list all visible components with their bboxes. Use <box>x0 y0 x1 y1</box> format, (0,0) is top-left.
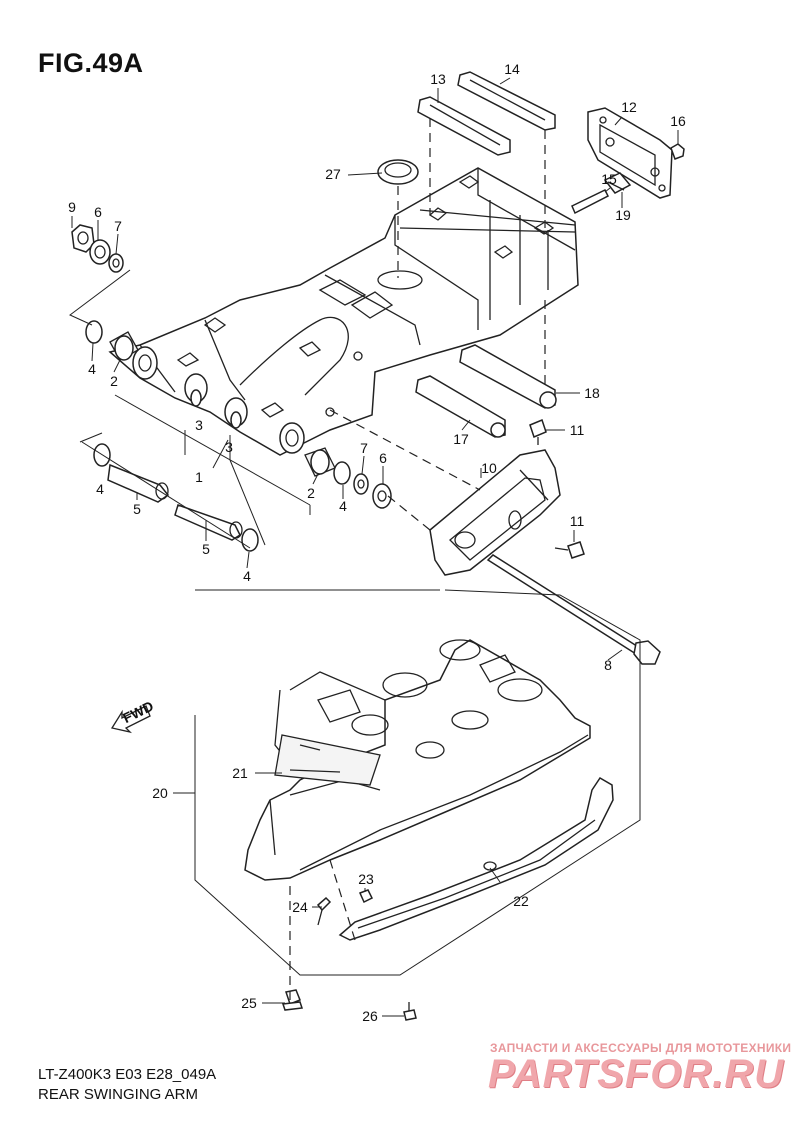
model-code: LT-Z400K3 E03 E28_049A <box>38 1066 217 1083</box>
fwd-arrow-icon: FWD <box>110 698 156 734</box>
callout-25: 25 <box>241 995 257 1011</box>
callout-5: 5 <box>133 501 141 517</box>
callout-11: 11 <box>570 422 585 438</box>
callout-6: 6 <box>94 204 102 220</box>
callout-16: 16 <box>670 113 686 129</box>
callout-21: 21 <box>232 765 248 781</box>
callout-20: 20 <box>152 785 168 801</box>
callout-19: 19 <box>615 207 631 223</box>
callout-9: 9 <box>68 199 76 215</box>
callout-1: 1 <box>195 469 203 485</box>
figure-title: FIG.49A <box>38 48 144 78</box>
callout-15: 15 <box>601 171 617 187</box>
pivot-bolt <box>486 554 661 665</box>
callout-10: 10 <box>481 460 497 476</box>
diagram-caption: REAR SWINGING ARM <box>38 1086 199 1103</box>
watermark-logo: PARTSFOR.RU <box>488 1052 785 1096</box>
callout-27: 27 <box>325 166 341 182</box>
callout-4: 4 <box>339 498 347 514</box>
left-pivot-hardware <box>71 224 259 552</box>
top-mount-parts <box>377 71 685 215</box>
callout-18: 18 <box>584 385 600 401</box>
link-parts <box>415 344 585 559</box>
callout-5: 5 <box>202 541 210 557</box>
callout-2: 2 <box>307 485 315 501</box>
guard-plate <box>338 776 614 941</box>
callout-22: 22 <box>513 893 529 909</box>
callout-17: 17 <box>453 431 469 447</box>
callout-23: 23 <box>358 871 374 887</box>
callout-4: 4 <box>88 361 96 377</box>
callout-labels: 1 2 2 3 3 4 4 4 4 5 5 6 6 7 7 8 9 10 11 … <box>68 61 686 1024</box>
swing-arm-body <box>108 167 579 456</box>
right-pivot-hardware <box>304 447 392 509</box>
callout-3: 3 <box>225 439 233 455</box>
callout-14: 14 <box>504 61 520 77</box>
callout-3: 3 <box>195 417 203 433</box>
skid-plate <box>244 639 591 881</box>
callout-11: 11 <box>570 513 585 529</box>
callout-6: 6 <box>379 450 387 466</box>
callout-4: 4 <box>96 481 104 497</box>
bracket <box>429 449 561 576</box>
watermark-tagline: ЗАПЧАСТИ И АКСЕССУАРЫ ДЛЯ МОТОТЕХНИКИ <box>490 1041 792 1055</box>
callout-26: 26 <box>362 1008 378 1024</box>
callout-12: 12 <box>621 99 637 115</box>
callout-8: 8 <box>604 657 612 673</box>
callout-4: 4 <box>243 568 251 584</box>
callout-7: 7 <box>360 440 368 456</box>
leader-lines <box>69 77 679 1017</box>
callout-2: 2 <box>110 373 118 389</box>
callout-7: 7 <box>114 218 122 234</box>
callout-24: 24 <box>292 899 308 915</box>
callout-13: 13 <box>430 71 446 87</box>
